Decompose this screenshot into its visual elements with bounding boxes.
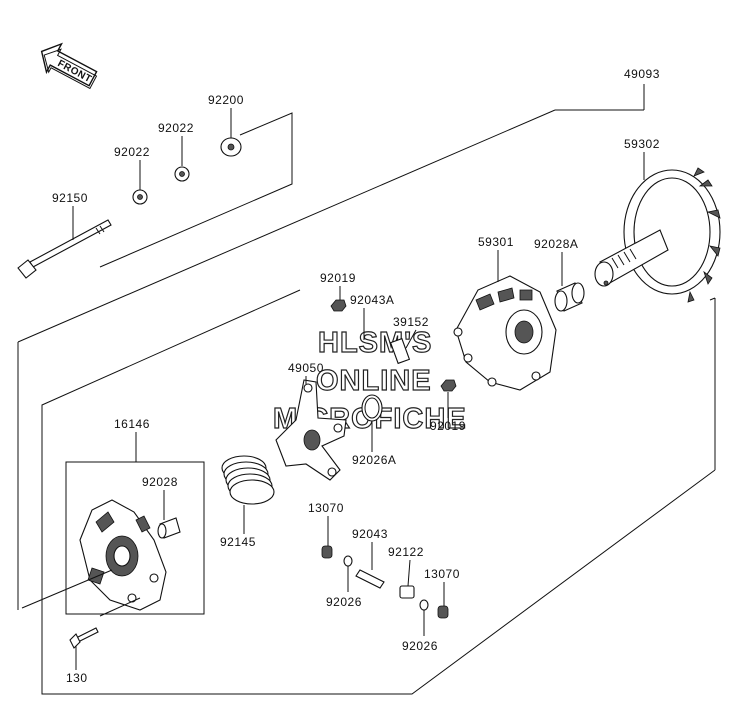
label-49050: 49050 [288,361,324,375]
label-92145: 92145 [220,535,256,549]
sub-assembly-frame-16146 [65,432,205,615]
part-labels: 49093 59302 59301 92028A 92200 92022 920… [52,67,660,685]
label-92022-upper: 92022 [158,121,194,135]
label-92019-upper: 92019 [320,271,356,285]
label-92043A: 92043A [350,293,394,307]
label-16146: 16146 [114,417,150,431]
bushing-92028A [554,282,585,312]
spring-92145 [221,455,275,505]
watermark-line1: HLSM'S [318,327,432,359]
bushing-92122 [399,585,415,599]
washer-92200 [220,137,242,157]
nut-92019-upper [330,299,347,312]
watermark-line2: ONLINE [316,365,432,397]
label-92022-lower: 92022 [114,145,150,159]
label-92043: 92043 [352,527,388,541]
washer-92022-lower [132,189,148,205]
washer-92026-left [343,555,353,567]
label-92019-lower: 92019 [430,419,466,433]
pin-92043 [355,569,385,589]
roller-13070-left [321,545,333,559]
label-13070-left: 13070 [308,501,344,515]
front-arrow-icon: FRONT [40,42,98,90]
fixed-sheave-59302 [594,167,721,303]
bolt-92150 [17,219,112,279]
cover-16146 [79,499,167,611]
label-92028: 92028 [142,475,178,489]
label-92026-right: 92026 [402,639,438,653]
label-92026A: 92026A [352,453,396,467]
label-39152: 39152 [393,315,429,329]
label-59302: 59302 [624,137,660,151]
label-92200: 92200 [208,93,244,107]
washer-92026-right [419,599,429,611]
ring-92026A [361,394,383,422]
label-92028A: 92028A [534,237,578,251]
spider-49050 [275,379,347,481]
label-59301: 59301 [478,235,514,249]
assembly-frame-49093 [17,84,716,695]
bushing-92028 [157,517,181,539]
leader-lines [21,108,645,670]
slider-39152 [389,337,411,365]
movable-sheave-59301 [453,275,557,391]
label-49093: 49093 [624,67,660,81]
label-92026-left: 92026 [326,595,362,609]
label-130: 130 [66,671,88,685]
roller-13070-right [437,605,449,619]
bolt-group-frame [99,112,293,268]
label-92150: 92150 [52,191,88,205]
label-92122: 92122 [388,545,424,559]
washer-92022-upper [174,166,190,182]
label-13070-right: 13070 [424,567,460,581]
nut-92019-lower [440,379,457,392]
screw-130 [69,627,99,649]
